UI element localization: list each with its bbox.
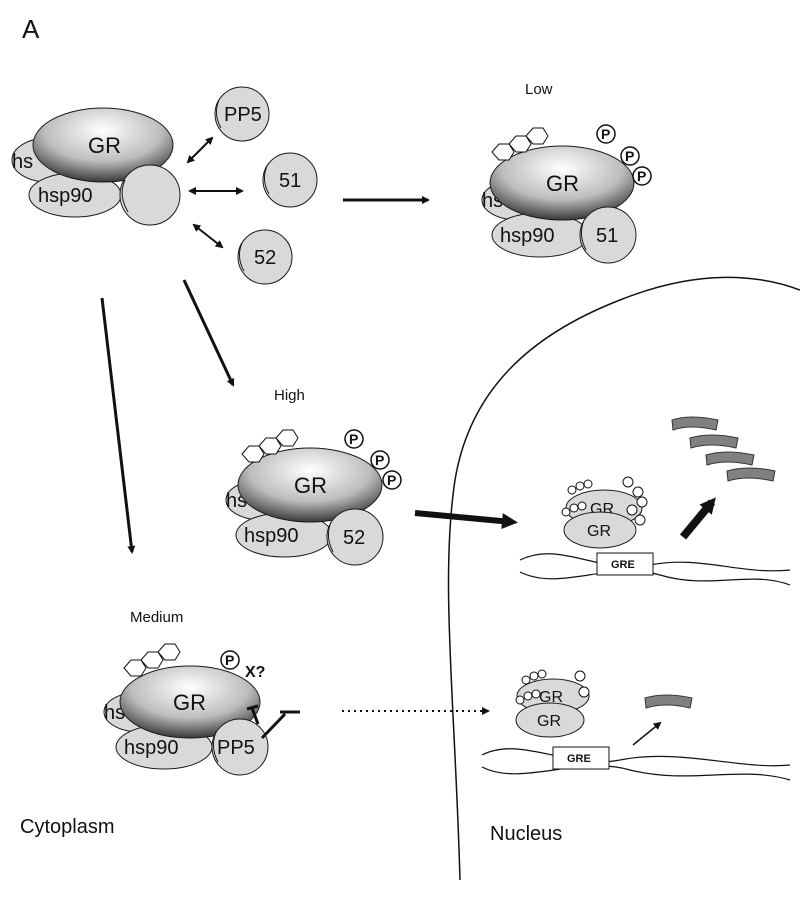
phospho-label: P bbox=[375, 452, 384, 468]
gr-label: GR bbox=[173, 690, 206, 715]
arrow-high-to-nucleus bbox=[414, 510, 518, 530]
hsp90-label: hsp90 bbox=[124, 737, 179, 759]
hsp-partial-label: hs bbox=[104, 702, 125, 724]
cytoplasm-label: Cytoplasm bbox=[20, 816, 114, 838]
inhibition-mark bbox=[260, 710, 300, 740]
pp5-molecule: PP5 bbox=[214, 86, 270, 142]
phospho-label: P bbox=[625, 148, 634, 164]
pp5-label: PP5 bbox=[224, 104, 262, 126]
mrna-transcript bbox=[644, 694, 693, 709]
phospho-icon: P P P bbox=[344, 429, 402, 490]
gr-pp5-complex: hs hsp90 GR PP5 P X? bbox=[103, 643, 300, 776]
arrow-to-medium bbox=[100, 297, 136, 554]
gr-fkbp52-complex: hs hsp90 GR 52 P P P bbox=[225, 429, 402, 566]
gr-label: GR bbox=[546, 171, 579, 196]
inhibition-mark bbox=[246, 704, 260, 725]
gr-label: GR bbox=[88, 133, 121, 158]
high-label: High bbox=[274, 387, 305, 404]
hsp90-label: hsp90 bbox=[244, 525, 299, 547]
transcription-arrow-weak bbox=[632, 721, 662, 746]
dna-strand bbox=[481, 748, 791, 767]
phospho-label: P bbox=[387, 472, 396, 488]
pp5-exchange-arrow bbox=[186, 136, 214, 164]
steroid-ligand-icon bbox=[561, 479, 593, 517]
fkbp51-label: 51 bbox=[596, 225, 618, 247]
fkbp52-exchange-arrow bbox=[192, 223, 224, 249]
fkbp52-label: 52 bbox=[343, 527, 365, 549]
fkbp51-label: 51 bbox=[279, 170, 301, 192]
gre-label: GRE bbox=[567, 753, 591, 765]
phospho-label: P bbox=[349, 431, 358, 447]
transcription-arrow-strong bbox=[679, 497, 716, 540]
phospho-label: P bbox=[225, 652, 234, 668]
pp5-label: PP5 bbox=[217, 737, 255, 759]
hsp90-label: hsp90 bbox=[500, 225, 555, 247]
fkbp51-molecule: 51 bbox=[262, 152, 318, 208]
phospho-icon: P P P bbox=[596, 124, 652, 186]
nuclear-gr-dimer-high: GR GR GRE bbox=[519, 476, 791, 586]
nucleus-label: Nucleus bbox=[490, 823, 562, 845]
gre-label: GRE bbox=[611, 559, 635, 571]
hsp-partial-label: hs bbox=[12, 151, 33, 173]
gre-box bbox=[596, 552, 654, 576]
fkbp52-label: 52 bbox=[254, 247, 276, 269]
hsp90-label: hsp90 bbox=[38, 185, 93, 207]
fkbp52-molecule: 52 bbox=[237, 229, 293, 285]
low-label: Low bbox=[525, 81, 553, 98]
nuclear-envelope bbox=[447, 276, 800, 881]
unknown-factor-label: X? bbox=[245, 664, 265, 681]
steroid-ligand-icon bbox=[123, 643, 181, 677]
phospho-label: P bbox=[637, 168, 646, 184]
gr-fkbp51-complex: hs hsp90 GR 51 P P P bbox=[481, 124, 652, 264]
gre-box bbox=[552, 746, 610, 770]
dna-strand bbox=[481, 765, 791, 781]
nuclear-gr-dimer-low: GR GR GRE bbox=[481, 669, 791, 781]
phospho-icon: P bbox=[220, 650, 240, 670]
gr-label: GR bbox=[587, 523, 611, 540]
steroid-ligand-icon bbox=[491, 127, 549, 161]
arrow-to-high bbox=[182, 279, 235, 387]
phospho-icon bbox=[622, 476, 648, 526]
panel-label: A bbox=[22, 14, 40, 44]
gr-label: GR bbox=[537, 713, 561, 730]
steroid-ligand-icon bbox=[515, 669, 547, 705]
medium-label: Medium bbox=[130, 609, 183, 626]
apo-gr-complex: hs hsp90 GR bbox=[11, 107, 181, 226]
gr-label: GR bbox=[294, 473, 327, 498]
gr-label: GR bbox=[539, 689, 563, 706]
phospho-label: P bbox=[601, 126, 610, 142]
mrna-transcripts bbox=[671, 416, 776, 482]
dna-strand bbox=[519, 570, 791, 586]
dna-strand bbox=[519, 553, 791, 572]
steroid-ligand-icon bbox=[241, 429, 299, 463]
phospho-icon bbox=[574, 670, 590, 698]
